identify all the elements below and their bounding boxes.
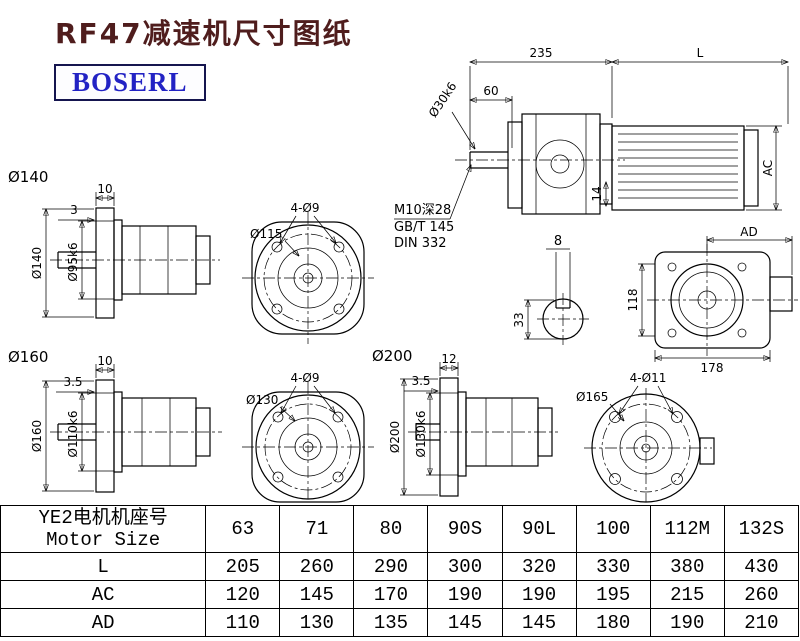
cell-AD-7: 210 xyxy=(723,608,800,637)
cell-L-1: 260 xyxy=(279,552,355,581)
header-en: Motor Size xyxy=(46,529,161,551)
cell-AD-0: 110 xyxy=(205,608,281,637)
cell-L-6: 380 xyxy=(649,552,725,581)
dim-35-160: 3.5 xyxy=(63,375,82,389)
cell-L-2: 290 xyxy=(353,552,429,581)
header-cn: YE2电机机座号 xyxy=(38,507,168,529)
rear-view: AD 118 178 xyxy=(626,225,798,375)
size-col-1: 71 xyxy=(279,505,355,553)
dim-pilot-130k6: Ø130k6 xyxy=(414,411,428,458)
motor-size-header: YE2电机机座号 Motor Size xyxy=(0,505,207,553)
dim-bolt-circle-165: Ø165 xyxy=(576,390,608,404)
label-flange140: Ø140 xyxy=(8,168,48,186)
cell-AC-6: 215 xyxy=(649,580,725,609)
cell-AC-4: 190 xyxy=(501,580,577,609)
flange160-side-view: Ø160 10 3.5 Ø160 Ø110k6 xyxy=(8,348,222,493)
cell-AC-0: 120 xyxy=(205,580,281,609)
flange160-front-view: 4-Ø9 Ø130 xyxy=(242,371,374,503)
dim-pilot-95k6: Ø95k6 xyxy=(66,242,80,281)
dim-118: 118 xyxy=(626,289,640,312)
size-col-5: 100 xyxy=(575,505,651,553)
dim-od-200: Ø200 xyxy=(388,421,402,453)
dim-key-width: 8 xyxy=(554,234,562,249)
technical-drawing: 235 L 60 Ø30k6 AC xyxy=(8,46,798,503)
cell-L-5: 330 xyxy=(575,552,651,581)
main-assembly-view: 235 L 60 Ø30k6 AC xyxy=(394,46,789,251)
dim-od-160: Ø160 xyxy=(30,420,44,452)
dim-235: 235 xyxy=(530,46,553,60)
size-col-6: 112M xyxy=(649,505,725,553)
cell-AC-1: 145 xyxy=(279,580,355,609)
size-col-0: 63 xyxy=(205,505,281,553)
cell-AC-7: 260 xyxy=(723,580,800,609)
dim-pilot-110k6: Ø110k6 xyxy=(66,411,80,458)
dim-bolt-circle-130: Ø130 xyxy=(246,393,278,407)
table-row: AD 110 130 135 145 145 180 190 210 xyxy=(0,608,800,637)
dim-AD: AD xyxy=(740,225,757,239)
dim-10-140: 10 xyxy=(97,182,112,196)
cell-AD-2: 135 xyxy=(353,608,429,637)
dim-AC: AC xyxy=(761,160,775,176)
page-title: RF47减速机尺寸图纸 xyxy=(55,17,353,50)
cell-AD-3: 145 xyxy=(427,608,503,637)
dim-178: 178 xyxy=(701,361,724,375)
size-col-2: 80 xyxy=(353,505,429,553)
note-gbt: GB/T 145 xyxy=(394,220,454,235)
flange140-front-view: Ø115 4-Ø9 xyxy=(242,201,374,344)
dim-3-140: 3 xyxy=(70,203,78,217)
size-col-7: 132S xyxy=(723,505,800,553)
cell-L-3: 300 xyxy=(427,552,503,581)
cell-AD-6: 190 xyxy=(649,608,725,637)
note-din: DIN 332 xyxy=(394,236,447,251)
row-label-AC: AC xyxy=(0,580,207,609)
dim-bolt-circle-115: Ø115 xyxy=(250,227,282,241)
row-label-L: L xyxy=(0,552,207,581)
row-label-AD: AD xyxy=(0,608,207,637)
note-tapped-hole: M10深28 xyxy=(394,203,451,218)
brand-logo: BOSERL xyxy=(54,64,206,101)
size-col-4: 90L xyxy=(501,505,577,553)
dim-holes-4x11: 4-Ø11 xyxy=(630,371,667,385)
cell-AC-5: 195 xyxy=(575,580,651,609)
flange200-front-view: 4-Ø11 Ø165 xyxy=(576,371,715,503)
dim-10-160: 10 xyxy=(97,354,112,368)
cell-L-7: 430 xyxy=(723,552,800,581)
dim-shaft-diameter: Ø30k6 xyxy=(426,80,460,120)
label-flange160: Ø160 xyxy=(8,348,48,366)
dim-L: L xyxy=(697,46,704,60)
dim-14: 14 xyxy=(590,186,604,201)
dim-35-200: 3.5 xyxy=(411,374,430,388)
flange200-side-view: Ø200 12 3.5 Ø200 Ø130k6 xyxy=(372,347,558,497)
dim-holes-4x9-b: 4-Ø9 xyxy=(290,371,319,385)
cell-L-4: 320 xyxy=(501,552,577,581)
cell-AC-2: 170 xyxy=(353,580,429,609)
cell-AC-3: 190 xyxy=(427,580,503,609)
label-flange200: Ø200 xyxy=(372,347,412,365)
cell-AD-4: 145 xyxy=(501,608,577,637)
dim-33: 33 xyxy=(512,312,526,327)
table-row: AC 120 145 170 190 190 195 215 260 xyxy=(0,580,800,609)
dim-60: 60 xyxy=(483,84,498,98)
flange140-side-view: Ø140 10 3 Ø140 Ø95k6 xyxy=(8,168,220,319)
cell-AD-1: 130 xyxy=(279,608,355,637)
shaft-section-view: 8 33 xyxy=(512,234,589,345)
motor-size-table: YE2电机机座号 Motor Size 63 71 80 90S 90L 100… xyxy=(0,505,800,637)
table-row: YE2电机机座号 Motor Size 63 71 80 90S 90L 100… xyxy=(0,505,800,553)
size-col-3: 90S xyxy=(427,505,503,553)
dim-holes-4x9-a: 4-Ø9 xyxy=(290,201,319,215)
dim-od-140: Ø140 xyxy=(30,247,44,279)
dim-12-200: 12 xyxy=(441,352,456,366)
cell-L-0: 205 xyxy=(205,552,281,581)
table-row: L 205 260 290 300 320 330 380 430 xyxy=(0,552,800,581)
cell-AD-5: 180 xyxy=(575,608,651,637)
